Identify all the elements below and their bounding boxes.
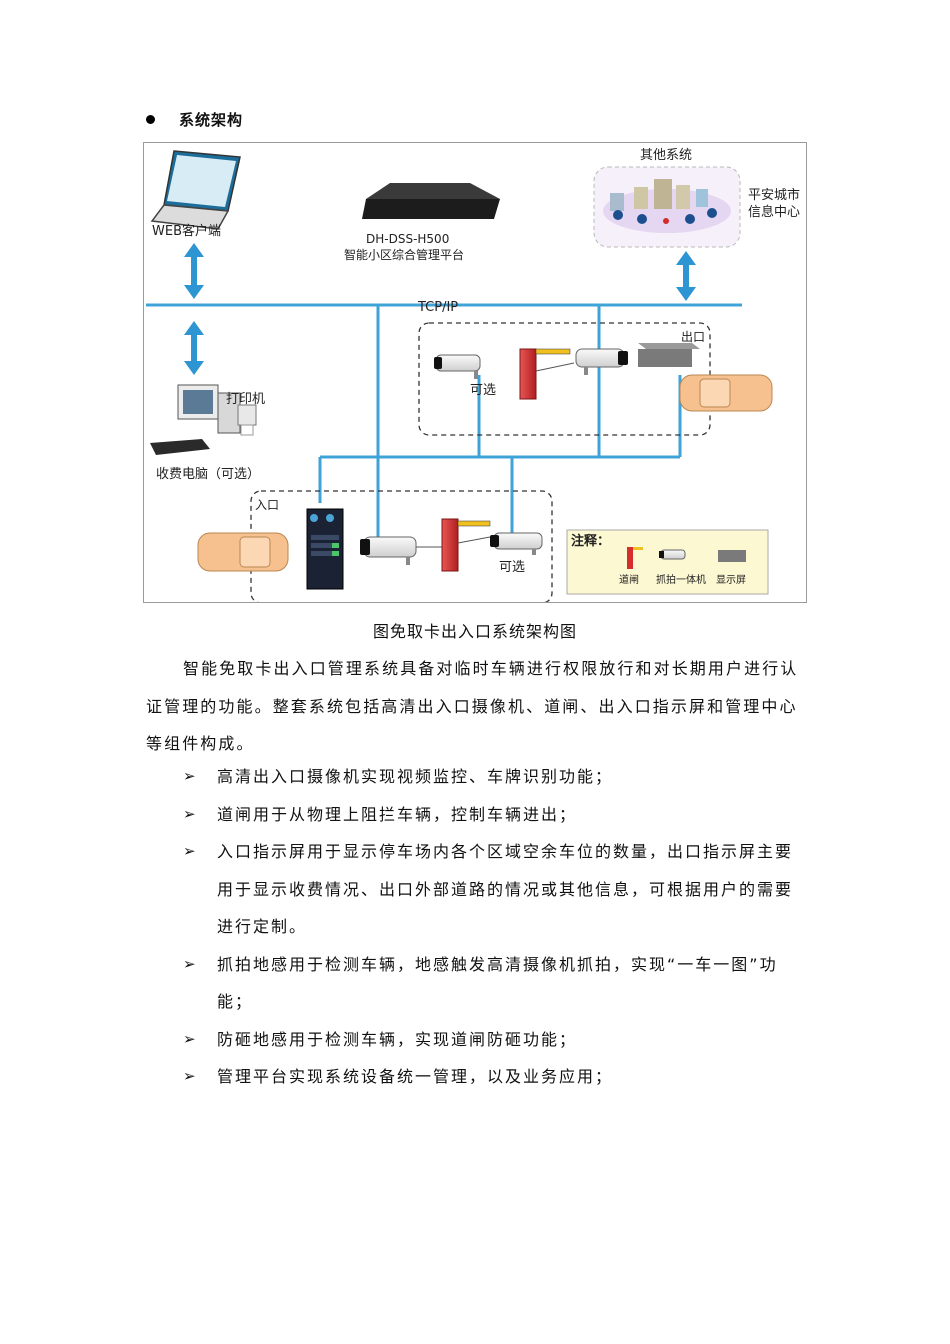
camera-icon bbox=[360, 536, 417, 565]
list-item: ➢ 入口指示屏用于显示停车场内各个区域空余车位的数量，出口指示屏主要用于显示收费情… bbox=[146, 833, 810, 946]
feature-list: ➢ 高清出入口摄像机实现视频监控、车牌识别功能； ➢ 道闸用于从物理上阻拦车辆，控制… bbox=[146, 758, 810, 1096]
arrow-bullet-icon: ➢ bbox=[183, 954, 198, 973]
list-item-text: 入口指示屏用于显示停车场内各个区域空余车位的数量，出口指示屏主要用于显示收费情况… bbox=[217, 842, 794, 936]
section-title: 系统架构 bbox=[179, 110, 244, 129]
charging-pc-label: 收费电脑（可选） bbox=[156, 467, 260, 482]
web-client-label: WEB客户端 bbox=[152, 223, 221, 239]
car-icon bbox=[679, 374, 773, 412]
network-lines bbox=[146, 303, 742, 543]
legend-title: 注释： bbox=[571, 533, 610, 549]
desktop-pc-icon bbox=[150, 384, 241, 455]
bullet-icon bbox=[146, 114, 155, 124]
city-center-line2: 信息中心 bbox=[748, 204, 800, 220]
laptop-icon bbox=[150, 150, 241, 230]
section-heading: 系统架构 bbox=[146, 108, 243, 130]
gate-connector bbox=[535, 362, 575, 372]
diagram-canvas: TCP/IP WEB客户端 DH-DSS-H500 bbox=[146, 148, 800, 602]
city-center-icon bbox=[593, 166, 741, 248]
list-item-text: 抓拍地感用于检测车辆，地感触发高清摄像机抓拍，实现“一车一图”功能； bbox=[217, 954, 778, 1012]
camera-icon bbox=[434, 354, 481, 379]
server-icon bbox=[362, 183, 500, 219]
architecture-diagram: TCP/IP WEB客户端 DH-DSS-H500 bbox=[143, 142, 807, 603]
list-item: ➢ 高清出入口摄像机实现视频监控、车牌识别功能； bbox=[146, 758, 810, 796]
display-screen-icon bbox=[638, 343, 700, 367]
list-item-text: 道闸用于从物理上阻拦车辆，控制车辆进出； bbox=[217, 804, 578, 824]
arrow-bullet-icon: ➢ bbox=[183, 1067, 198, 1085]
arrow-bullet-icon: ➢ bbox=[183, 804, 198, 823]
arrow-bullet-icon: ➢ bbox=[183, 1029, 198, 1048]
list-item: ➢ 管理平台实现系统设备统一管理，以及业务应用； bbox=[146, 1058, 810, 1096]
list-item: ➢ 防砸地感用于检测车辆，实现道闸防砸功能； bbox=[146, 1021, 810, 1059]
list-item-text: 防砸地感用于检测车辆，实现道闸防砸功能； bbox=[217, 1029, 578, 1049]
camera-icon bbox=[575, 348, 628, 375]
printer-label: 打印机 bbox=[226, 392, 265, 407]
legend-gate: 道闸 bbox=[619, 573, 639, 586]
car-icon bbox=[197, 532, 289, 572]
barrier-gate-icon bbox=[519, 348, 571, 400]
legend bbox=[566, 529, 769, 595]
city-center-line1: 平安城市 bbox=[748, 187, 800, 203]
platform-name-label: 智能小区综合管理平台 bbox=[344, 247, 464, 262]
barrier-gate-icon bbox=[441, 518, 491, 572]
list-item-text: 高清出入口摄像机实现视频监控、车牌识别功能； bbox=[217, 767, 614, 786]
optional-entrance-label: 可选 bbox=[499, 560, 525, 575]
exit-zone bbox=[418, 322, 711, 436]
network-label: TCP/IP bbox=[417, 300, 458, 315]
optional-exit-label: 可选 bbox=[470, 383, 496, 398]
list-item-text: 管理平台实现系统设备统一管理，以及业务应用； bbox=[217, 1067, 614, 1086]
legend-camera: 抓拍一体机 bbox=[656, 573, 706, 586]
gate-connector bbox=[457, 536, 491, 544]
platform-model-label: DH-DSS-H500 bbox=[366, 232, 449, 246]
guidance-screen-icon bbox=[306, 508, 344, 590]
printer-icon bbox=[237, 404, 257, 436]
legend-screen: 显示屏 bbox=[716, 574, 746, 586]
double-arrow-icon bbox=[676, 251, 696, 301]
exit-label: 出口 bbox=[681, 330, 705, 344]
double-arrow-icon bbox=[184, 321, 204, 375]
arrow-bullet-icon: ➢ bbox=[183, 767, 198, 785]
figure-caption: 图免取卡出入口系统架构图 bbox=[372, 622, 577, 641]
other-systems-label: 其他系统 bbox=[640, 148, 692, 163]
camera-icon bbox=[490, 532, 543, 555]
list-item: ➢ 道闸用于从物理上阻拦车辆，控制车辆进出； bbox=[146, 796, 810, 834]
entrance-label: 入口 bbox=[255, 498, 279, 512]
arrow-bullet-icon: ➢ bbox=[183, 842, 198, 860]
double-arrow-icon bbox=[184, 243, 204, 299]
intro-paragraph: 智能免取卡出入口管理系统具备对临时车辆进行权限放行和对长期用户进行认证管理的功能… bbox=[146, 659, 799, 753]
list-item: ➢ 抓拍地感用于检测车辆，地感触发高清摄像机抓拍，实现“一车一图”功能； bbox=[146, 946, 810, 1021]
entrance-zone bbox=[250, 490, 553, 602]
